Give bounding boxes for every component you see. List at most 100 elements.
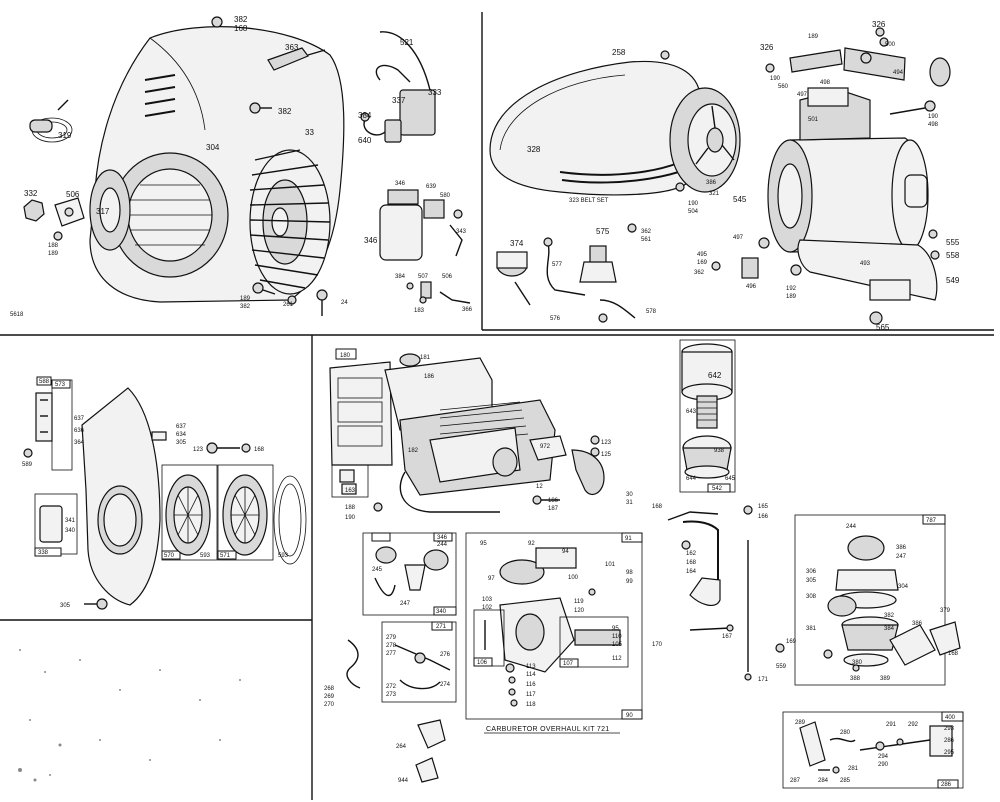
part-label: 189 bbox=[240, 296, 251, 302]
part-label: 114 bbox=[526, 672, 536, 678]
part-label: 340 bbox=[65, 528, 76, 534]
part-label: 570 bbox=[164, 553, 175, 559]
part-label: 285 bbox=[840, 778, 851, 784]
part-label: 289 bbox=[795, 720, 806, 726]
part-label: 168 bbox=[652, 504, 663, 510]
part-label: 643 bbox=[686, 409, 697, 415]
part-label: 386 bbox=[912, 621, 923, 627]
part-label: 333 bbox=[428, 88, 442, 97]
part-label: 498 bbox=[928, 122, 939, 128]
part-label: 169 bbox=[786, 639, 797, 645]
part-label: 506 bbox=[66, 190, 80, 199]
part-label: 637 bbox=[176, 424, 187, 430]
part-label: 593 bbox=[278, 553, 289, 559]
part-label: 181 bbox=[420, 355, 431, 361]
part-label: 102 bbox=[482, 605, 493, 611]
part-label: 637 bbox=[74, 416, 85, 422]
part-label: 165 bbox=[758, 504, 769, 510]
labels-fuel-pump: 787 244 386 247 306 305 304 308 382 381 … bbox=[776, 518, 959, 682]
part-label: 362 bbox=[694, 270, 705, 276]
part-label: 639 bbox=[426, 184, 437, 190]
part-label: 186 bbox=[548, 498, 559, 504]
part-label: 105 bbox=[612, 642, 623, 648]
part-label: 107 bbox=[563, 661, 574, 667]
part-label: 337 bbox=[392, 96, 406, 105]
part-label: 386 bbox=[706, 180, 717, 186]
part-label: 167 bbox=[722, 634, 733, 640]
part-label: 560 bbox=[778, 84, 789, 90]
part-label: 286 bbox=[941, 782, 952, 788]
scan-noise bbox=[18, 649, 241, 782]
part-label: 244 bbox=[437, 542, 448, 548]
part-label: 363 bbox=[285, 43, 299, 52]
part-label: 261 bbox=[283, 302, 294, 308]
part-label: 346 bbox=[364, 236, 378, 245]
part-label: 384 bbox=[395, 274, 406, 280]
part-label: 504 bbox=[688, 209, 699, 215]
part-label: 561 bbox=[641, 237, 652, 243]
part-label: 123 bbox=[193, 447, 204, 453]
part-label: 542 bbox=[712, 486, 723, 492]
part-label: 645 bbox=[725, 476, 736, 482]
part-label: 494 bbox=[893, 70, 904, 76]
part-label: 247 bbox=[896, 554, 907, 560]
part-label: 112 bbox=[612, 656, 622, 662]
part-label: 321 bbox=[709, 191, 720, 197]
part-label: 188 bbox=[48, 243, 59, 249]
frame-code: 5618 bbox=[10, 312, 24, 318]
part-label: 319 bbox=[58, 131, 72, 140]
part-label: 382 bbox=[278, 107, 292, 116]
part-label: 164 bbox=[686, 569, 697, 575]
part-label: 382 bbox=[240, 304, 251, 310]
part-label: 573 bbox=[55, 382, 66, 388]
part-label: 123 bbox=[601, 440, 612, 446]
part-label: 268 bbox=[324, 686, 335, 692]
part-label: 341 bbox=[65, 518, 76, 524]
part-label: 91 bbox=[625, 536, 632, 542]
carburetor-overhaul-kit: CARBURETOR OVERHAUL KIT 721 bbox=[465, 532, 643, 734]
part-label: 278 bbox=[386, 643, 397, 649]
governor-linkage-boxes bbox=[346, 532, 457, 783]
part-label: 498 bbox=[820, 80, 831, 86]
part-label: 317 bbox=[96, 207, 110, 216]
part-label: 292 bbox=[908, 722, 919, 728]
part-label: 389 bbox=[880, 676, 891, 682]
labels-left-middle: 588 573 637 636 364 589 637 634 305 123 … bbox=[22, 379, 289, 609]
part-label: 944 bbox=[398, 778, 409, 784]
part-label: 190 bbox=[345, 515, 356, 521]
part-label: 168 bbox=[686, 560, 697, 566]
grill-slots bbox=[128, 184, 212, 246]
part-label: 304 bbox=[898, 584, 909, 590]
part-label: 338 bbox=[38, 550, 49, 556]
part-label: 593 bbox=[200, 553, 211, 559]
part-label: 555 bbox=[946, 238, 960, 247]
part-label: 506 bbox=[442, 274, 453, 280]
part-label: 328 bbox=[527, 145, 541, 154]
part-label: 186 bbox=[424, 374, 435, 380]
part-label: 189 bbox=[808, 34, 819, 40]
part-label: 323 BELT SET bbox=[569, 198, 609, 204]
part-label: 293 bbox=[944, 726, 955, 732]
part-label: 374 bbox=[510, 239, 524, 248]
part-label: 287 bbox=[790, 778, 801, 784]
part-label: 97 bbox=[488, 576, 495, 582]
fuel-pump-assembly bbox=[775, 514, 961, 686]
part-label: 497 bbox=[733, 235, 744, 241]
part-label: 94 bbox=[562, 549, 569, 555]
belt-drive-generator-assembly bbox=[489, 27, 951, 325]
part-label: 168 bbox=[254, 447, 265, 453]
part-label: 386 bbox=[896, 545, 907, 551]
part-label: 332 bbox=[24, 189, 38, 198]
labels-governor: 346 244 245 247 340 271 279 278 277 276 … bbox=[324, 535, 451, 784]
part-label: 306 bbox=[806, 569, 817, 575]
blower-housing-assembly bbox=[23, 16, 471, 316]
part-label: 247 bbox=[400, 601, 411, 607]
part-label: 125 bbox=[601, 452, 612, 458]
part-label: 559 bbox=[776, 664, 787, 670]
part-label: 12 bbox=[536, 484, 543, 490]
part-label: 577 bbox=[552, 262, 563, 268]
part-label: 580 bbox=[440, 193, 451, 199]
part-label: 286 bbox=[944, 738, 955, 744]
part-label: 388 bbox=[850, 676, 861, 682]
part-label: 578 bbox=[646, 309, 657, 315]
